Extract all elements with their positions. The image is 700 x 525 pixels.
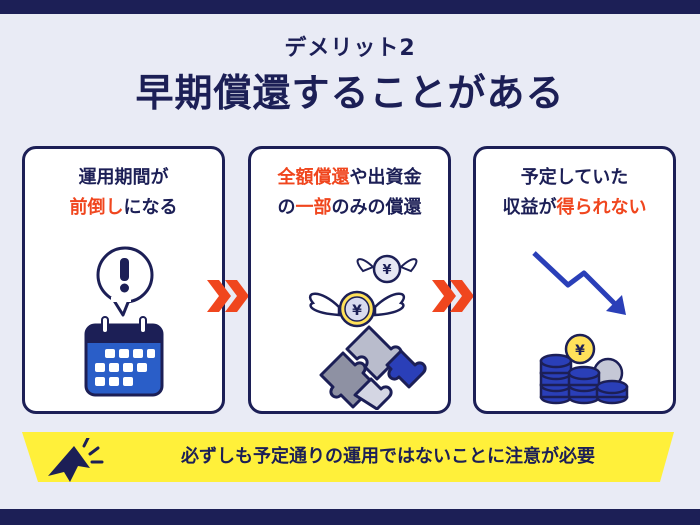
card-text-segment: 予定していた: [520, 167, 629, 188]
calendar-alert-icon: [84, 246, 164, 397]
notice-text: 必ずしも予定通りの運用ではないことに注意が必要: [181, 446, 595, 467]
top-bar: [0, 0, 700, 14]
svg-text:¥: ¥: [575, 343, 585, 359]
notice-banner: 必ずしも予定通りの運用ではないことに注意が必要: [22, 432, 674, 482]
flying-coins-puzzle-icon: ¥ ¥: [309, 254, 427, 410]
card-line-1: 予定していた: [476, 163, 673, 193]
highlight-text: 得られない: [556, 197, 647, 218]
svg-text:¥: ¥: [352, 303, 362, 319]
card-line-2: 収益が得られない: [476, 193, 673, 223]
card-text-segment: 収益が: [502, 197, 557, 218]
highlight-text: 前倒し: [69, 197, 124, 218]
card-text-segment: や出資金: [349, 167, 422, 188]
card-lost-returns: 予定していた 収益が得られない ¥: [473, 146, 676, 414]
banner-background: [22, 432, 674, 482]
subtitle: デメリット2: [284, 36, 416, 61]
bottom-bar: [0, 509, 700, 525]
double-chevron-right-icon: [207, 280, 249, 312]
declining-coins-icon: ¥: [532, 251, 629, 405]
card-line-1: 全額償還や出資金: [251, 163, 448, 193]
card-line-1: 運用期間が: [25, 163, 222, 193]
card-text-segment: の: [277, 197, 296, 218]
highlight-text: 全額償還: [277, 167, 350, 188]
card-line-2: の一部のみの償還: [251, 193, 448, 223]
card-line-2: 前倒しになる: [25, 193, 222, 223]
card-schedule-early: 運用期間が 前倒しになる: [22, 146, 225, 414]
card-text: 予定していた 収益が得られない: [476, 163, 673, 223]
card-text-segment: 運用期間が: [78, 167, 169, 188]
svg-text:¥: ¥: [382, 263, 391, 278]
double-chevron-right-icon: [432, 280, 474, 312]
card-text: 運用期間が 前倒しになる: [25, 163, 222, 223]
card-partial-redemption: 全額償還や出資金 の一部のみの償還 ¥ ¥: [248, 146, 451, 414]
card-text: 全額償還や出資金 の一部のみの償還: [251, 163, 448, 223]
card-text-segment: のみの償還: [331, 197, 422, 218]
page-title: 早期償還することがある: [135, 71, 565, 115]
card-text-segment: になる: [123, 197, 178, 218]
highlight-text: 一部: [295, 197, 332, 218]
cursor-click-icon: [48, 438, 104, 482]
